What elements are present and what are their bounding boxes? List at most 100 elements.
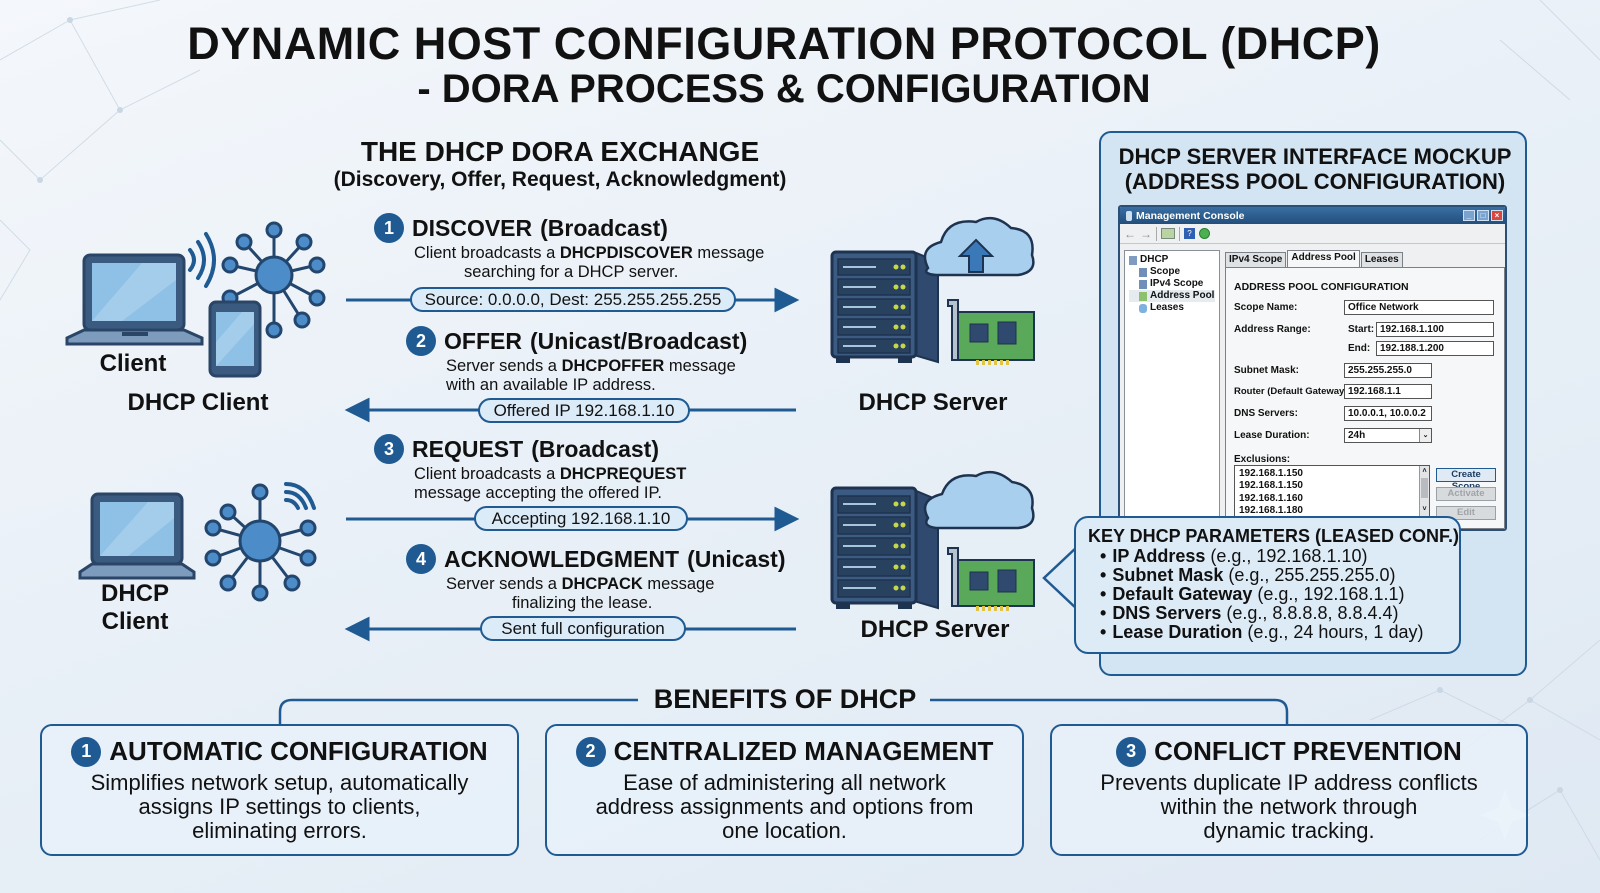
tab-leases[interactable]: Leases bbox=[1360, 252, 1403, 267]
toolbar-divider bbox=[1179, 226, 1180, 241]
desc-line2: finalizing the lease. bbox=[512, 594, 653, 612]
console-tabs: IPv4 Scope Address Pool Leases bbox=[1225, 250, 1404, 267]
network-card-icon bbox=[947, 299, 1035, 365]
tree-item-ipv4-scope[interactable]: IPv4 Scope bbox=[1129, 278, 1215, 290]
laptop-icon bbox=[78, 492, 196, 580]
scroll-down-icon[interactable]: ˅ bbox=[1422, 505, 1427, 513]
dns-servers-input[interactable]: 10.0.0.1, 10.0.0.2 bbox=[1344, 406, 1432, 421]
exclusions-list[interactable]: 192.168.1.150 192.168.1.150 192.168.1.16… bbox=[1234, 465, 1430, 517]
parameter-example: (e.g., 192.168.1.1) bbox=[1252, 584, 1405, 604]
step-ack-heading: 4 ACKNOWLEDGMENT (Unicast) bbox=[406, 544, 786, 574]
router-input[interactable]: 192.168.1.1 bbox=[1344, 384, 1432, 399]
exclusion-item[interactable]: 192.168.1.160 bbox=[1239, 492, 1303, 504]
offer-packet-label: Offered IP 192.168.1.10 bbox=[478, 398, 690, 423]
maximize-button[interactable]: □ bbox=[1477, 210, 1489, 221]
leases-node-icon bbox=[1139, 303, 1147, 313]
benefit-description: Ease of administering all network addres… bbox=[547, 771, 1022, 843]
callout-pointer bbox=[1042, 545, 1079, 611]
key-parameters-callout: KEY DHCP PARAMETERS (LEASED CONF.) IP Ad… bbox=[1074, 516, 1461, 654]
ack-packet-label: Sent full configuration bbox=[480, 616, 686, 641]
close-button[interactable]: × bbox=[1491, 210, 1503, 221]
benefit-line: address assignments and options from bbox=[595, 794, 974, 819]
lease-duration-select[interactable]: 24h ⌄ bbox=[1344, 428, 1432, 443]
desc-line2: message accepting the offered IP. bbox=[414, 484, 662, 502]
window-title: Management Console bbox=[1136, 209, 1245, 222]
step-mode: (Broadcast) bbox=[531, 435, 659, 462]
benefit-line: Simplifies network setup, automatically bbox=[90, 770, 469, 795]
tree-item-scope[interactable]: Scope bbox=[1129, 266, 1215, 278]
cloud-icon bbox=[923, 470, 1035, 530]
minimize-button[interactable]: _ bbox=[1463, 210, 1475, 221]
laptop-icon bbox=[65, 253, 204, 346]
help-icon[interactable]: ? bbox=[1184, 228, 1195, 239]
server-group-top bbox=[830, 216, 1035, 365]
benefit-number-badge: 3 bbox=[1116, 736, 1147, 767]
desc-message-type: DHCPACK bbox=[561, 575, 643, 593]
desc-message-type: DHCPREQUEST bbox=[559, 465, 687, 483]
step-mode: (Unicast) bbox=[687, 545, 786, 572]
back-arrow-icon[interactable]: ← bbox=[1124, 226, 1136, 241]
toolbar-divider bbox=[1156, 226, 1157, 241]
desc-text: Server sends a bbox=[446, 575, 562, 593]
lease-duration-value: 24h bbox=[1348, 430, 1366, 441]
benefit-line: Ease of administering all network bbox=[623, 770, 946, 795]
network-card-icon bbox=[947, 547, 1035, 611]
desc-line2: searching for a DHCP server. bbox=[464, 263, 679, 281]
tab-address-pool[interactable]: Address Pool bbox=[1287, 250, 1360, 267]
tree-item-label: Address Pool bbox=[1150, 290, 1215, 301]
desc-text: Server sends a bbox=[446, 357, 562, 375]
network-hub-icon bbox=[221, 221, 326, 339]
step-offer-heading: 2 OFFER (Unicast/Broadcast) bbox=[406, 326, 747, 356]
benefit-line: dynamic tracking. bbox=[1203, 818, 1375, 843]
tab-ipv4-scope[interactable]: IPv4 Scope bbox=[1225, 252, 1287, 267]
dhcp-client-bottom-label: DHCP Client bbox=[90, 580, 180, 636]
step-name: ACKNOWLEDGMENT bbox=[444, 545, 680, 572]
scroll-up-icon[interactable]: ˄ bbox=[1422, 468, 1427, 475]
parameter-example: (e.g., 192.168.1.10) bbox=[1205, 546, 1368, 566]
benefits-connector-lines bbox=[278, 698, 1289, 726]
parameter-item: Subnet Mask (e.g., 255.255.255.0) bbox=[1100, 566, 1447, 585]
exclusions-scrollbar[interactable]: ˄ ˅ bbox=[1419, 466, 1429, 516]
server-rack-icon bbox=[830, 486, 939, 610]
start-ip-input[interactable]: 192.168.1.100 bbox=[1376, 322, 1494, 337]
dhcp-server-top-label: DHCP Server bbox=[858, 389, 1008, 416]
dns-servers-label: DNS Servers: bbox=[1234, 408, 1298, 419]
subnet-mask-input[interactable]: 255.255.255.0 bbox=[1344, 363, 1432, 378]
end-ip-input[interactable]: 192.188.1.200 bbox=[1376, 341, 1494, 356]
server-node-icon bbox=[1129, 255, 1137, 265]
dhcp-client-top-label: DHCP Client bbox=[127, 389, 269, 416]
refresh-icon[interactable] bbox=[1199, 228, 1210, 239]
scope-name-input[interactable]: Office Network bbox=[1344, 300, 1494, 315]
dhcp-client-bottom-label-line1: DHCP bbox=[100, 580, 169, 607]
mockup-title-line1: DHCP SERVER INTERFACE MOCKUP bbox=[1118, 144, 1512, 169]
console-view-icon[interactable] bbox=[1161, 228, 1175, 239]
step-number-badge: 4 bbox=[406, 544, 436, 574]
key-parameters-list: IP Address (e.g., 192.168.1.10) Subnet M… bbox=[1088, 547, 1447, 642]
step-number-badge: 1 bbox=[374, 213, 404, 243]
subnet-mask-label: Subnet Mask: bbox=[1234, 365, 1300, 376]
exclusion-item[interactable]: 192.168.1.180 bbox=[1239, 504, 1303, 516]
wifi-signal-icon bbox=[284, 482, 316, 510]
scrollbar-thumb[interactable] bbox=[1421, 478, 1428, 498]
benefit-title: CENTRALIZED MANAGEMENT bbox=[613, 736, 994, 766]
window-toolbar: ← → ? bbox=[1120, 224, 1505, 244]
parameter-name: DNS Servers bbox=[1112, 603, 1222, 623]
chevron-down-icon[interactable]: ⌄ bbox=[1419, 429, 1431, 442]
exclusion-item[interactable]: 192.168.1.150 bbox=[1239, 468, 1303, 479]
client-devices-top bbox=[65, 221, 326, 378]
dora-section-title: THE DHCP DORA EXCHANGE bbox=[360, 136, 760, 167]
tree-item-label: DHCP bbox=[1140, 254, 1169, 265]
lease-duration-label: Lease Duration: bbox=[1234, 430, 1310, 441]
benefit-description: Prevents duplicate IP address conflicts … bbox=[1052, 771, 1526, 843]
parameter-name: Lease Duration bbox=[1112, 622, 1243, 642]
forward-arrow-icon[interactable]: → bbox=[1140, 226, 1152, 241]
create-scope-button[interactable]: Create Scope bbox=[1436, 468, 1496, 492]
tree-item-leases[interactable]: Leases bbox=[1129, 302, 1215, 314]
tree-item-address-pool[interactable]: Address Pool bbox=[1129, 290, 1215, 302]
scope-node-icon bbox=[1139, 279, 1147, 289]
benefit-line: Prevents duplicate IP address conflicts bbox=[1100, 770, 1478, 795]
activate-button[interactable]: Activate bbox=[1436, 487, 1496, 501]
tree-item-dhcp[interactable]: DHCP bbox=[1129, 254, 1215, 266]
exclusion-item[interactable]: 192.168.1.150 bbox=[1239, 480, 1303, 492]
